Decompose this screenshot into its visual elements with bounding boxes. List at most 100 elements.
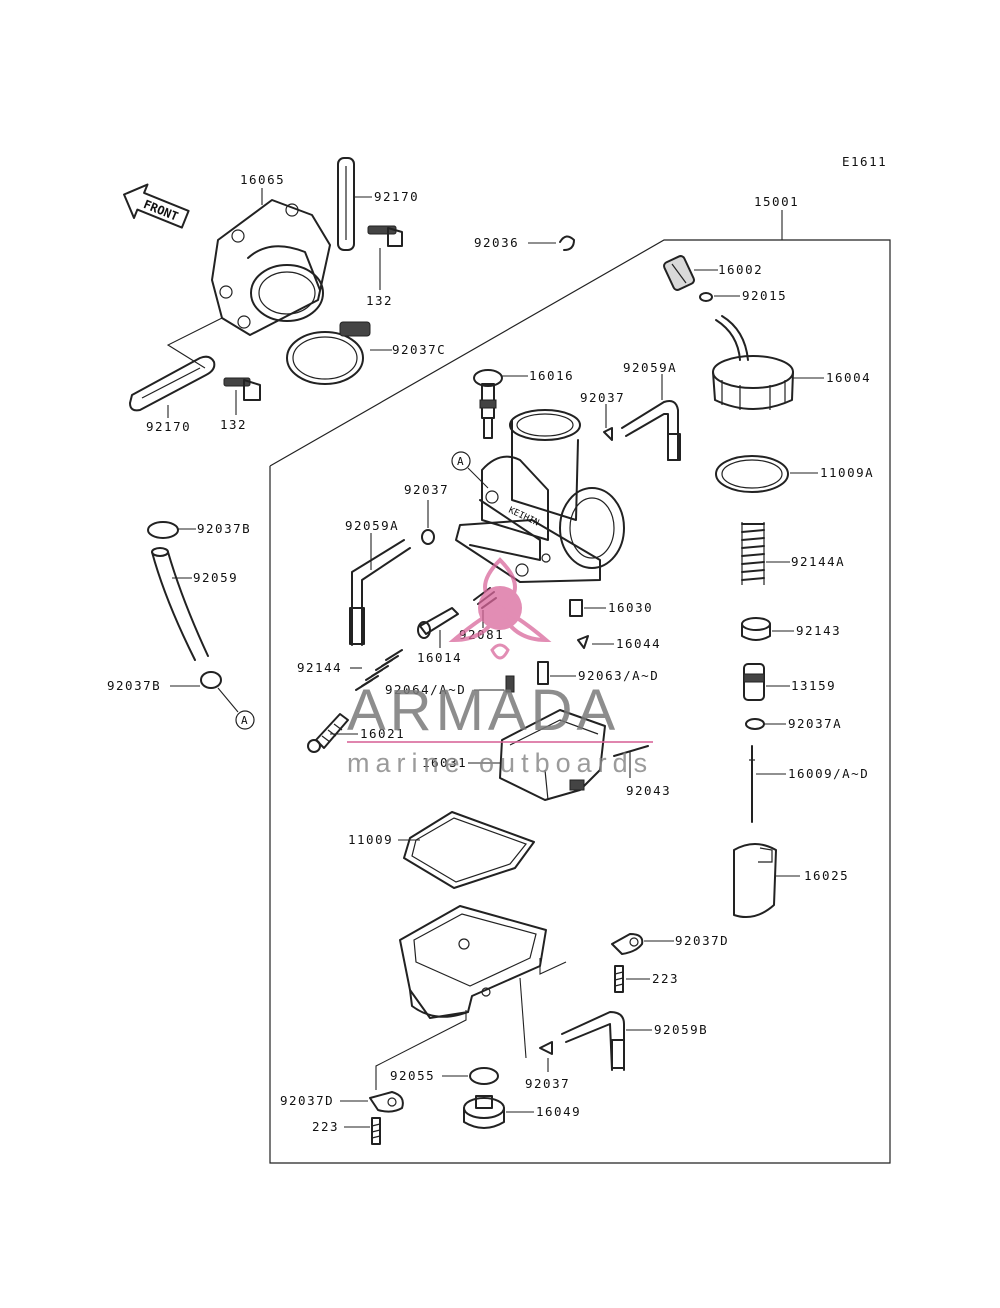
fuel-hose-92059 [151,547,209,661]
part-label-13159[interactable]: 13159 [791,678,836,693]
screw-223-lower [371,1117,381,1145]
part-label-11009a[interactable]: 11009A [820,465,874,480]
hose-92059a-upper [621,400,681,461]
front-arrow-icon: FRONT [123,183,190,229]
clip-92037b-lower [200,671,222,689]
cap-16002 [663,255,695,291]
clip-92037-mid [421,529,435,545]
hose-clamp-92037c [286,321,371,385]
part-label-11009[interactable]: 11009 [348,832,393,847]
part-label-92143[interactable]: 92143 [796,623,841,638]
bolt-132-bottom [223,377,261,401]
part-label-92015[interactable]: 92015 [742,288,787,303]
screw-16014 [417,607,459,639]
part-label-92063[interactable]: 92063/A~D [578,668,659,683]
part-label-92037b-upper[interactable]: 92037B [197,521,251,536]
o-ring-11009a [715,455,789,493]
hose-92059b [561,1011,625,1071]
float-bowl [399,905,547,1019]
throttle-slide-16025 [733,843,777,918]
ring-92037a [745,718,765,730]
part-label-16031[interactable]: 16031 [422,755,467,770]
watermark: ARMADA marine outboards [347,557,653,778]
pin-92043 [613,745,649,757]
part-label-92170-bottom[interactable]: 92170 [146,419,191,434]
part-label-92144[interactable]: 92144 [297,660,342,675]
part-16044 [577,635,589,649]
part-label-16014[interactable]: 16014 [417,650,462,665]
part-label-92055[interactable]: 92055 [390,1068,435,1083]
part-label-223-upper[interactable]: 223 [652,971,679,986]
part-label-16044[interactable]: 16044 [616,636,661,651]
o-ring-92055 [469,1067,499,1085]
strap-92170-bottom [129,355,216,412]
nut-92015 [699,292,713,302]
float-16031 [499,709,606,801]
part-13159 [743,663,765,701]
part-label-92036[interactable]: 92036 [474,235,519,250]
jet-92063 [537,661,549,685]
adjuster-screw-16016 [473,369,503,439]
part-label-16025[interactable]: 16025 [804,868,849,883]
float-bowl-gasket-11009 [403,811,535,889]
part-label-132-top[interactable]: 132 [366,293,393,308]
assembly-bracket-15001 [269,210,891,1164]
plug-92143 [741,617,771,641]
drain-plug-16049 [463,1095,505,1129]
part-label-16002[interactable]: 16002 [718,262,763,277]
clip-92037b-upper [147,521,179,539]
callout-a-top: A [451,451,489,489]
part-label-16030[interactable]: 16030 [608,600,653,615]
part-label-16049[interactable]: 16049 [536,1104,581,1119]
part-label-92037-lower[interactable]: 92037 [525,1076,570,1091]
part-label-15001[interactable]: 15001 [754,194,799,209]
part-label-92037a[interactable]: 92037A [788,716,842,731]
spring-92144a [741,522,765,585]
jet-92064 [505,675,515,693]
part-label-92037c[interactable]: 92037C [392,342,446,357]
intake-manifold-16065 [211,199,331,336]
part-label-92043[interactable]: 92043 [626,783,671,798]
part-label-132-bottom[interactable]: 132 [220,417,247,432]
screw-223-upper [614,965,624,993]
part-label-92144a[interactable]: 92144A [791,554,845,569]
watermark-brand: ARMADA [347,678,619,743]
spring-92144 [355,649,403,691]
part-label-92059a-upper[interactable]: 92059A [623,360,677,375]
screw-16021 [307,713,349,753]
watermark-logo-icon [448,557,552,660]
part-label-92064[interactable]: 92064/A~D [385,682,466,697]
part-label-92059a-left[interactable]: 92059A [345,518,399,533]
part-label-16065[interactable]: 16065 [240,172,285,187]
bracket-92037d-lower [369,1091,404,1113]
needle-16009 [749,745,755,823]
clip-92037-upper [603,427,613,441]
part-label-16009[interactable]: 16009/A~D [788,766,869,781]
part-label-16016[interactable]: 16016 [529,368,574,383]
svg-text:A: A [457,455,464,468]
bolt-132-top [367,225,403,247]
watermark-subtitle: marine outboards [347,748,653,778]
top-cap-16004 [712,315,794,410]
part-label-92037-upper[interactable]: 92037 [580,390,625,405]
part-label-92059b[interactable]: 92059B [654,1022,708,1037]
diagram-code: E1611 [842,154,887,169]
svg-text:A: A [241,714,248,727]
part-label-92037b-lower[interactable]: 92037B [107,678,161,693]
bracket-92037d-upper [611,933,644,955]
part-label-223-lower[interactable]: 223 [312,1119,339,1134]
part-label-92170-top[interactable]: 92170 [374,189,419,204]
svg-text:KEIHIN: KEIHIN [507,506,541,529]
callout-a-bottom: A [217,687,255,730]
part-label-16021[interactable]: 16021 [360,726,405,741]
part-label-92059[interactable]: 92059 [193,570,238,585]
part-label-16004[interactable]: 16004 [826,370,871,385]
part-16030 [569,599,583,617]
strap-92170-top [337,157,355,251]
clip-92037-lower [539,1041,553,1055]
clip-92036 [559,235,575,251]
part-label-92037d-upper[interactable]: 92037D [675,933,729,948]
part-label-92037d-lower[interactable]: 92037D [280,1093,334,1108]
part-label-92037-mid[interactable]: 92037 [404,482,449,497]
